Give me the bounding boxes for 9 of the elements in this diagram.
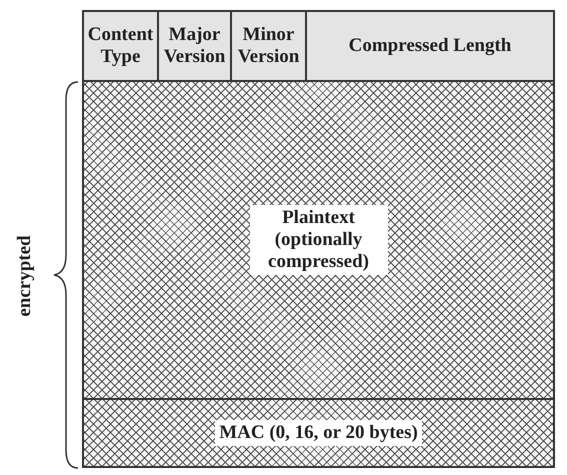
field-label: Plaintext (optionally compressed)	[250, 205, 388, 275]
field-label: MAC (0, 16, or 20 bytes)	[215, 420, 422, 446]
header-cell: Content Type	[82, 10, 159, 82]
header-cell: Minor Version	[230, 10, 307, 82]
plaintext-area	[82, 80, 555, 400]
side-label: encrypted	[14, 234, 36, 319]
header-cell: Major Version	[157, 10, 232, 82]
header-cell: Compressed Length	[305, 10, 555, 82]
mac-area	[82, 398, 555, 468]
